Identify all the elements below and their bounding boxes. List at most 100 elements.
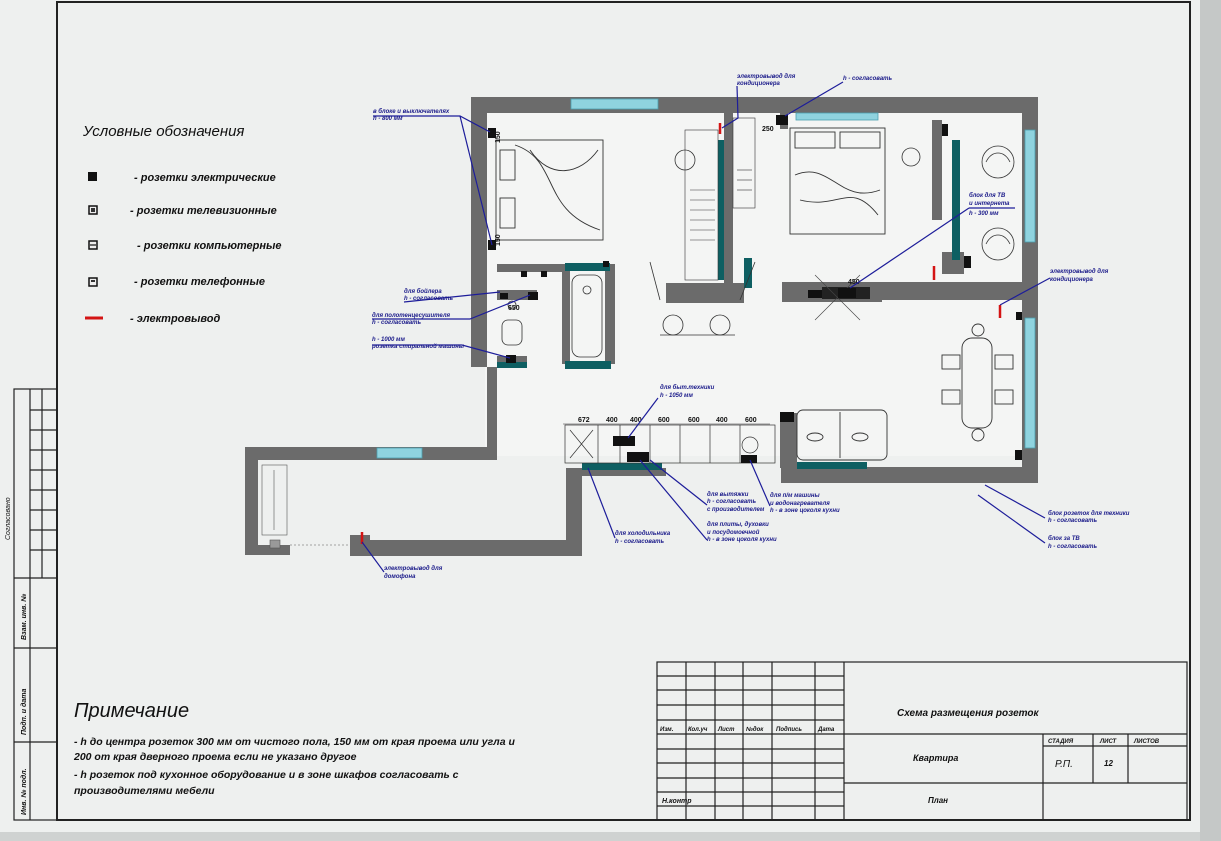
electric-socket-symbol <box>88 172 97 181</box>
sheet-number: 12 <box>1104 759 1113 768</box>
dim-label: 600 <box>745 417 757 424</box>
legend-item: - розетки электрические <box>134 172 276 184</box>
annotation: блок розеток для техники <box>1048 510 1130 517</box>
annotation: h - согласовать <box>372 320 421 326</box>
annotation: h - 1000 мм <box>372 337 405 343</box>
legend-item: - электровывод <box>130 313 221 325</box>
note-line: - h розеток под кухонное оборудование и … <box>74 769 459 781</box>
title-block-text: Изм. Кол.уч Лист №док Подпись Дата Н.кон… <box>660 708 1160 805</box>
annotation: для вытяжки <box>707 492 749 498</box>
col-podp: Подпись <box>776 727 802 733</box>
bed-right <box>789 127 886 235</box>
annotation: кондиционера <box>1050 277 1094 283</box>
annotation: h - согласовать <box>1048 518 1097 524</box>
annotations: в блоке и выключателях h - 800 мм электр… <box>371 74 1130 580</box>
annotation: h - 1050 мм <box>660 393 693 399</box>
annotation: для холодильника <box>615 531 671 537</box>
annotation: и посудомоечной <box>707 529 760 536</box>
list-header: ЛИСТ <box>1099 739 1118 745</box>
dim-label: 600 <box>658 417 670 424</box>
dim-label: 150 <box>495 234 502 246</box>
annotation: h - согласовать <box>615 539 664 545</box>
col-kol: Кол.уч <box>688 727 708 733</box>
annotation: в блоке и выключателях <box>373 108 450 115</box>
bathtub <box>501 274 603 358</box>
legend-title: Условные обозначения <box>82 123 244 140</box>
annotation: для быт.техники <box>660 384 715 391</box>
dim-label: 450 <box>848 279 860 286</box>
chairs <box>649 147 921 336</box>
dim-label: 400 <box>606 417 618 424</box>
teal-strips <box>497 140 960 470</box>
legend-item: - розетки телевизионные <box>130 205 277 217</box>
annotation: h - согласовать <box>1048 544 1097 550</box>
side-agreed: Согласовано <box>5 497 12 540</box>
sheet-outer-shadow <box>1200 0 1221 841</box>
dim-label: 672 <box>578 417 590 424</box>
annotation: h - согласовать <box>404 296 453 302</box>
note-line: 200 от края дверного проема если не указ… <box>73 751 357 763</box>
note-line: производителями мебели <box>74 785 215 797</box>
side-stamp <box>13 388 58 821</box>
annotation: домофона <box>384 573 416 580</box>
annotation: розетка стиральной машины <box>371 343 465 350</box>
dining-table <box>941 323 1014 442</box>
annotation: блок для ТВ <box>969 192 1006 199</box>
title-block <box>656 661 1188 821</box>
windows <box>376 98 1036 459</box>
side-inv-orig: Инв. № подл. <box>20 768 28 815</box>
legend: Условные обозначения - розетки электриче… <box>82 123 282 325</box>
annotation: электровывод для <box>384 566 443 572</box>
annotation: для бойлера <box>404 288 442 295</box>
wardrobe <box>684 117 756 281</box>
notes-title: Примечание <box>74 700 189 722</box>
annotation: и интернета <box>969 201 1010 207</box>
object-name: Квартира <box>913 753 958 763</box>
dim-label: 650 <box>508 305 520 312</box>
dimensions: 250 450 650 672 400 400 600 600 400 600 … <box>495 126 860 424</box>
annotation: h - согласовать <box>843 76 892 82</box>
annotation: с производителем <box>707 507 765 513</box>
annotation: h - в зоне цоколя кухни <box>707 537 777 543</box>
side-inv-sub: Взам. инв. № <box>21 594 28 640</box>
annotation: для п/м машины <box>770 493 820 499</box>
annotation: и водонагревателя <box>770 501 830 507</box>
annotation: электровывод для <box>1050 269 1109 275</box>
annotation: для полотенцесушителя <box>372 313 451 319</box>
drawing-title: Схема размещения розеток <box>897 708 1040 719</box>
dim-label: 150 <box>495 131 502 143</box>
hallway-closet <box>261 464 350 549</box>
kitchen <box>564 424 776 464</box>
annotation: для плиты, духовки <box>707 522 769 528</box>
annotation: блок за ТВ <box>1048 535 1080 542</box>
nkontr: Н.контр <box>662 798 692 805</box>
stage-header: СТАДИЯ <box>1048 739 1074 745</box>
col-list: Лист <box>717 727 735 733</box>
annotation: электровывод для <box>737 74 796 80</box>
sheet-name: План <box>928 796 948 805</box>
dim-label: 250 <box>762 126 774 133</box>
stage-value: Р.П. <box>1055 759 1073 770</box>
bed-left <box>495 139 604 241</box>
note-line: - h до центра розеток 300 мм от чистого … <box>74 736 515 748</box>
annotation: h - в зоне цоколя кухни <box>770 508 840 514</box>
annotation: h - 800 мм <box>373 116 403 122</box>
annotation: h - согласовать <box>707 499 756 505</box>
dim-label: 400 <box>716 417 728 424</box>
lists-header: ЛИСТОВ <box>1133 739 1160 745</box>
sofa <box>796 409 888 461</box>
col-izm: Изм. <box>660 727 674 733</box>
dim-label: 400 <box>630 417 642 424</box>
col-ndok: №док <box>745 726 764 733</box>
floor-plan: 250 450 650 672 400 400 600 600 400 600 … <box>245 74 1130 580</box>
annotation: кондиционера <box>737 81 781 87</box>
dim-label: 600 <box>688 417 700 424</box>
side-sign-date: Подп. и дата <box>20 689 28 735</box>
annotation: h - 300 мм <box>969 211 999 217</box>
balcony-chairs <box>981 145 1015 261</box>
col-data: Дата <box>817 727 835 733</box>
notes: Примечание - h до центра розеток 300 мм … <box>73 700 515 797</box>
leader-lines <box>361 81 1051 573</box>
legend-item: - розетки телефонные <box>134 276 265 288</box>
